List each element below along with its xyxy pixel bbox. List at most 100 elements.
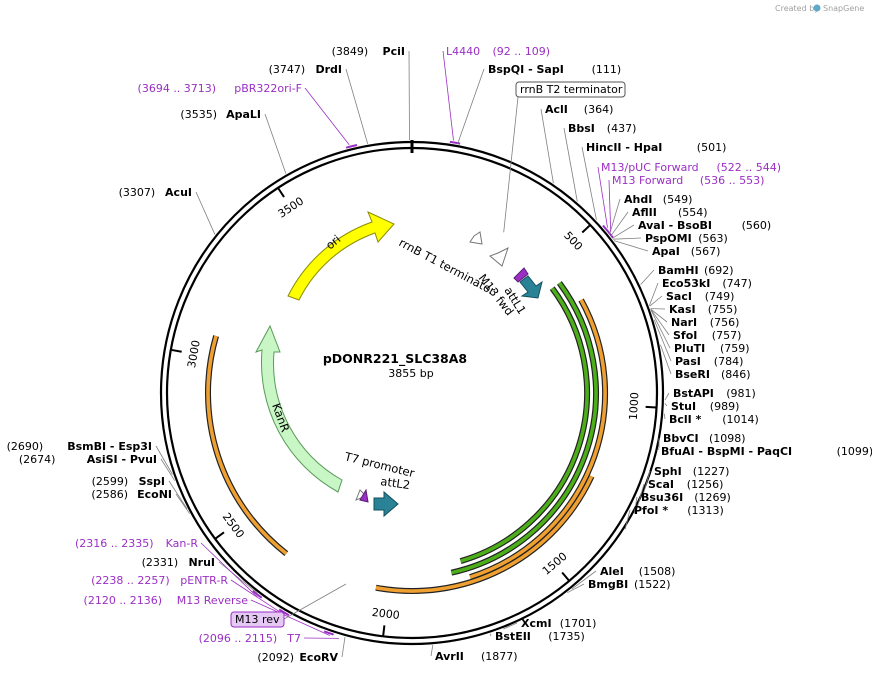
site-nrui[interactable]: NruI(2331): [142, 556, 215, 569]
site-avrii[interactable]: AvrII(1877): [435, 650, 518, 663]
site-bsteii[interactable]: BstEII(1735): [495, 630, 585, 643]
site-leader: [168, 480, 188, 510]
site-asisi[interactable]: AsiSI - PvuI(2674): [19, 453, 157, 466]
orange-arc-right[interactable]: [469, 299, 607, 579]
m13-rev-frame: [230, 611, 285, 628]
site-ahdi[interactable]: AhdI(549): [624, 193, 692, 206]
site-position: (759): [720, 342, 750, 355]
site-leader: [408, 50, 410, 141]
feature-t7-promoter[interactable]: T7 promoter: [342, 449, 416, 501]
scale-tick: [645, 405, 657, 409]
primer-m13-puc-forward[interactable]: M13/pUC Forward(522 .. 544): [601, 161, 781, 174]
site-acui[interactable]: AcuI(3307): [119, 186, 192, 199]
attl1-arrow: [519, 275, 543, 299]
rrnb-t2-frame: [515, 81, 626, 98]
site-name: AflII: [632, 206, 657, 219]
site-sfoi[interactable]: SfoI(757): [673, 329, 741, 342]
feature-attl2[interactable]: attL2: [359, 474, 411, 518]
site-name: PfoI *: [634, 504, 668, 517]
site-drdi[interactable]: DrdI(3747): [269, 63, 342, 76]
scale-tick: [170, 348, 182, 353]
site-bstapi[interactable]: BstAPI(981): [673, 387, 756, 400]
site-pcii[interactable]: PciI(3849): [332, 45, 405, 58]
site-leader: [641, 470, 651, 499]
site-bspqi[interactable]: BspQI - SapI(111): [488, 63, 621, 76]
site-leader: [567, 583, 585, 594]
site-pfoi[interactable]: PfoI *(1313): [634, 504, 724, 517]
rrnb-t2-box[interactable]: rrnB T2 terminator: [515, 81, 626, 98]
primer-range: (3694 .. 3713): [138, 82, 217, 95]
green-arc-outer[interactable]: [451, 281, 598, 575]
site-bseri[interactable]: BseRI(846): [675, 368, 751, 381]
m13-rev-box[interactable]: M13 rev: [230, 611, 285, 628]
site-bsmbi[interactable]: BsmBI - Esp3I(2690): [7, 440, 152, 453]
site-position: (1014): [722, 413, 759, 426]
site-leader: [457, 68, 485, 145]
primer-pbr322ori-f[interactable]: pBR322ori-F(3694 .. 3713): [138, 82, 302, 95]
site-name: BsmBI - Esp3I: [67, 440, 152, 453]
backbone-inner-ring: [165, 146, 659, 640]
primer-leader: [304, 87, 350, 146]
site-position: (747): [722, 277, 752, 290]
site-bbvci[interactable]: BbvCI(1098): [663, 432, 746, 445]
site-apai[interactable]: ApaI(567): [652, 245, 720, 258]
site-alei[interactable]: AleI(1508): [600, 565, 675, 578]
site-sphi[interactable]: SphI(1227): [654, 465, 729, 478]
site-pluti[interactable]: PluTI(759): [674, 342, 750, 355]
site-bbsi[interactable]: BbsI(437): [568, 122, 636, 135]
site-econi[interactable]: EcoNI(2586): [91, 488, 172, 501]
site-saci[interactable]: SacI(749): [666, 290, 734, 303]
site-pspomi[interactable]: PspOMI(563): [645, 232, 728, 245]
site-eco53ki[interactable]: Eco53kI(747): [662, 277, 752, 290]
site-acli[interactable]: AclI(364): [545, 103, 613, 116]
rrnb-t1-arrow: [469, 231, 509, 267]
site-xcmi[interactable]: XcmI(1701): [521, 617, 596, 630]
site-scai[interactable]: ScaI(1256): [648, 478, 723, 491]
site-name: AvrII: [435, 650, 464, 663]
primer-m13-reverse[interactable]: M13 Reverse(2120 .. 2136): [84, 594, 249, 607]
site-bamhi[interactable]: BamHI(692): [658, 264, 734, 277]
site-ecorv[interactable]: EcoRV(2092): [257, 651, 338, 664]
orange-arc-left[interactable]: [206, 335, 288, 556]
site-name: ApaI: [652, 245, 680, 258]
site-pasi[interactable]: PasI(784): [675, 355, 743, 368]
site-name: BbsI: [568, 122, 595, 135]
site-name: ApaLI: [226, 108, 261, 121]
site-stui[interactable]: StuI(989): [671, 400, 739, 413]
site-avai[interactable]: AvaI - BsoBI(560): [638, 219, 771, 232]
leader-lines: [155, 50, 672, 658]
site-bmgbi[interactable]: BmgBI(1522): [588, 578, 671, 591]
primer-kan-r[interactable]: Kan-R(2316 .. 2335): [75, 537, 198, 550]
primer-mark: [278, 608, 290, 617]
site-leader: [650, 309, 671, 349]
site-sspi[interactable]: SspI(2599): [92, 475, 165, 488]
primer-l4440[interactable]: L4440(92 .. 109): [446, 45, 550, 58]
t7-promoter-label: T7 promoter: [342, 449, 416, 480]
primer-t7[interactable]: T7(2096 .. 2115): [199, 632, 301, 645]
site-bsu36i[interactable]: Bsu36I(1269): [641, 491, 731, 504]
site-leader: [341, 636, 346, 658]
site-leader: [640, 269, 655, 285]
site-hincii[interactable]: HincII - HpaI(501): [586, 141, 726, 154]
site-name: NarI: [671, 316, 697, 329]
green-arc-inner[interactable]: [460, 287, 589, 563]
site-kasi[interactable]: KasI(755): [669, 303, 737, 316]
scale-tick: [277, 187, 285, 198]
site-apali[interactable]: ApaLI(3535): [180, 108, 261, 121]
primer-m13-forward[interactable]: M13 Forward(536 .. 553): [612, 174, 764, 187]
site-name: PasI: [675, 355, 701, 368]
scale-tick-label: 1000: [627, 392, 642, 421]
scale-tick: [581, 224, 591, 234]
site-bfuai[interactable]: BfuAI - BspMI - PaqCI(1099): [661, 445, 872, 458]
primer-pentr-r[interactable]: pENTR-R(2238 .. 2257): [91, 574, 228, 587]
site-bcli[interactable]: BclI *(1014): [669, 413, 759, 426]
orange-arc-bottom[interactable]: [375, 475, 594, 593]
site-nari[interactable]: NarI(756): [671, 316, 739, 329]
site-aflii[interactable]: AflII(554): [632, 206, 708, 219]
site-position: (111): [592, 63, 622, 76]
feature-ori[interactable]: ori: [287, 211, 395, 301]
snapgene-credit[interactable]: Created by SnapGene: [775, 4, 864, 13]
site-leader: [650, 309, 670, 336]
rrnb-t2-text: rrnB T2 terminator: [520, 83, 623, 96]
attl2-label: attL2: [380, 474, 411, 492]
